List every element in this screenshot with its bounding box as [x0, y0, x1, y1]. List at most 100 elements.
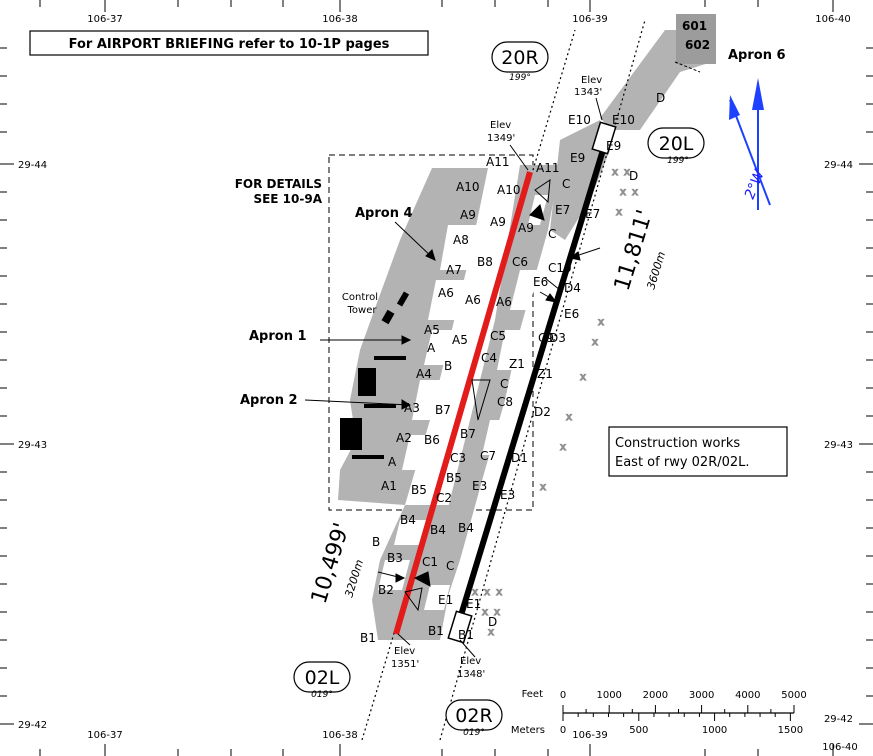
svg-text:x: x — [488, 627, 494, 638]
scale-feet-label: Feet — [522, 689, 544, 700]
grid-right-label: 29-43 — [824, 440, 853, 451]
rwy-20R-marker: 20R 199° — [491, 41, 549, 83]
rwy-02L-heading: 019° — [311, 690, 333, 700]
taxiway-A11: A11 — [536, 161, 559, 175]
elev-label: Elev — [394, 646, 415, 657]
pier — [374, 356, 406, 360]
runway-02L-20R — [393, 171, 533, 635]
grid-top-label: 106-39 — [572, 14, 607, 25]
runway-designators: 20R 199° 20L 199° 02L 019° 02R 019° — [293, 41, 705, 738]
taxiway-leaders — [377, 247, 601, 583]
taxiway-E10: E10 — [612, 113, 635, 127]
taxiway-A6: A6 — [496, 295, 512, 309]
elev-ne: 1343' — [574, 87, 602, 98]
taxiway-C3: C3 — [450, 451, 466, 465]
taxiway-D1: D1 — [511, 451, 528, 465]
svg-text:x: x — [598, 317, 604, 328]
apron-leaders — [304, 221, 436, 410]
taxiway-A9: A9 — [518, 221, 534, 235]
svg-text:x: x — [580, 372, 586, 383]
elev-se: 1348' — [457, 669, 485, 680]
taxiway-A3: A3 — [404, 401, 420, 415]
construction-note-line2: East of rwy 02R/02L. — [615, 455, 750, 470]
taxiway-E6: E6 — [533, 275, 548, 289]
apron-1-label: Apron 1 — [249, 329, 307, 344]
taxiway-E3: E3 — [500, 488, 515, 502]
taxiway-E3: E3 — [472, 479, 487, 493]
taxiway-C8: C8 — [497, 395, 513, 409]
taxiway-B4: B4 — [458, 521, 474, 535]
taxiway-A5: A5 — [452, 333, 468, 347]
taxiway-B1: B1 — [360, 631, 376, 645]
threshold-20L — [591, 121, 617, 155]
taxiway-E6: E6 — [564, 307, 579, 321]
taxiway-D: D — [656, 91, 665, 105]
elev-label: Elev — [490, 120, 511, 131]
scale-feet-tick-label: 5000 — [781, 690, 806, 701]
scale-meter-tick-label: 500 — [629, 725, 648, 736]
rwy-20R-heading: 199° — [509, 73, 531, 83]
taxiway-A10: A10 — [456, 180, 479, 194]
scale-meters-label: Meters — [511, 725, 545, 736]
taxiway-C10: C10 — [548, 261, 572, 275]
briefing-note-text: For AIRPORT BRIEFING refer to 10-1P page… — [69, 37, 390, 52]
taxiway-B5: B5 — [446, 471, 462, 485]
taxiway-E9: E9 — [606, 139, 621, 153]
taxiway-B4: B4 — [430, 523, 446, 537]
north-arrow: 2°W — [729, 78, 771, 210]
scale-feet-tick-label: 2000 — [643, 690, 668, 701]
grid-right-label: 29-42 — [824, 714, 853, 725]
scale-meter-tick-label: 0 — [560, 725, 566, 736]
svg-text:x: x — [566, 412, 572, 423]
taxiway-C: C — [446, 559, 454, 573]
control-tower-line1: Control — [342, 292, 378, 303]
svg-text:x x: x x — [482, 607, 500, 618]
stand-601: 601 — [682, 19, 707, 33]
taxiway-A8: A8 — [453, 233, 469, 247]
pier — [364, 404, 396, 408]
east-runway-length-m: 3600m — [644, 250, 668, 291]
taxiway-A7: A7 — [446, 263, 462, 277]
apron-6-label: Apron 6 — [728, 48, 786, 63]
taxiway-A4: A4 — [416, 367, 432, 381]
taxiway-E7: E7 — [585, 207, 600, 221]
hold-symbols — [404, 179, 551, 612]
taxiway-B1: B1 — [458, 628, 474, 642]
control-tower-label: Control Tower — [342, 292, 378, 316]
briefing-note: For AIRPORT BRIEFING refer to 10-1P page… — [29, 30, 429, 56]
terminal-building — [358, 368, 376, 396]
svg-text:x x: x x — [612, 167, 630, 178]
grid-bottom-label: 106-37 — [87, 730, 122, 741]
pier — [352, 455, 384, 459]
svg-text:x x: x x — [620, 187, 638, 198]
taxiway-B2: B2 — [378, 583, 394, 597]
grid-right-label: 29-44 — [824, 160, 853, 171]
grid-left-label: 29-44 — [18, 160, 47, 171]
rwy-20L-marker: 20L 199° — [647, 127, 705, 166]
stand-602: 602 — [685, 38, 710, 52]
taxiway-D: D — [629, 169, 638, 183]
taxiway-C2: C2 — [436, 491, 452, 505]
magnetic-variation: 2°W — [742, 167, 768, 202]
taxiway-islands — [378, 195, 548, 610]
elev-sw: 1351' — [391, 659, 419, 670]
taxiway-C9: C9 — [538, 331, 554, 345]
taxiway-B5: B5 — [411, 483, 427, 497]
taxiway-A6: A6 — [438, 286, 454, 300]
taxiway-B7: B7 — [460, 427, 476, 441]
taxiway-E10: E10 — [568, 113, 591, 127]
rwy-20L-heading: 199° — [667, 156, 689, 166]
apron-6-stands — [676, 14, 716, 64]
construction-note: Construction works East of rwy 02R/02L. — [608, 426, 788, 477]
grid-top-label: 106-37 — [87, 14, 122, 25]
rwy-02L-marker: 02L 019° — [293, 661, 351, 700]
taxiway-A: A — [427, 341, 436, 355]
taxiway-D2: D2 — [534, 405, 551, 419]
scale-feet-tick-label: 0 — [560, 690, 566, 701]
taxiway-C: C — [562, 177, 570, 191]
grid-bottom-label: 106-38 — [322, 730, 357, 741]
svg-text:x: x — [540, 482, 546, 493]
